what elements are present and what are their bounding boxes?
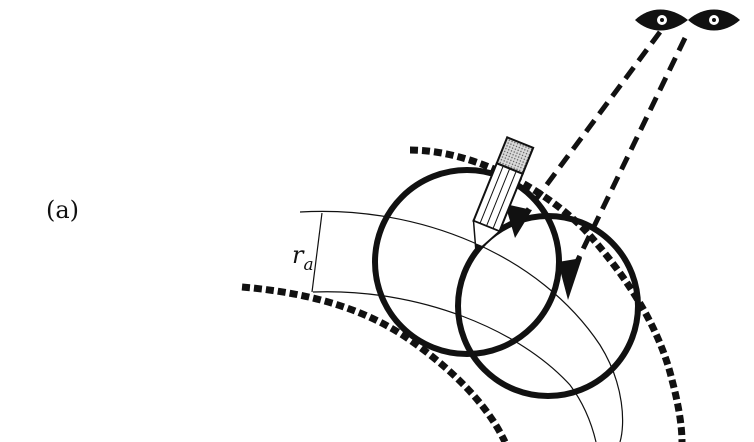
sight-line-left [522,32,660,218]
reference-arc-inner [313,292,596,442]
arrowhead-lower [558,258,582,300]
radius-marker-line [312,213,322,292]
eye-icon [635,10,740,31]
dashed-boundary-lower [242,287,505,442]
radius-label: ra [292,241,314,275]
pencil-icon [463,137,533,257]
